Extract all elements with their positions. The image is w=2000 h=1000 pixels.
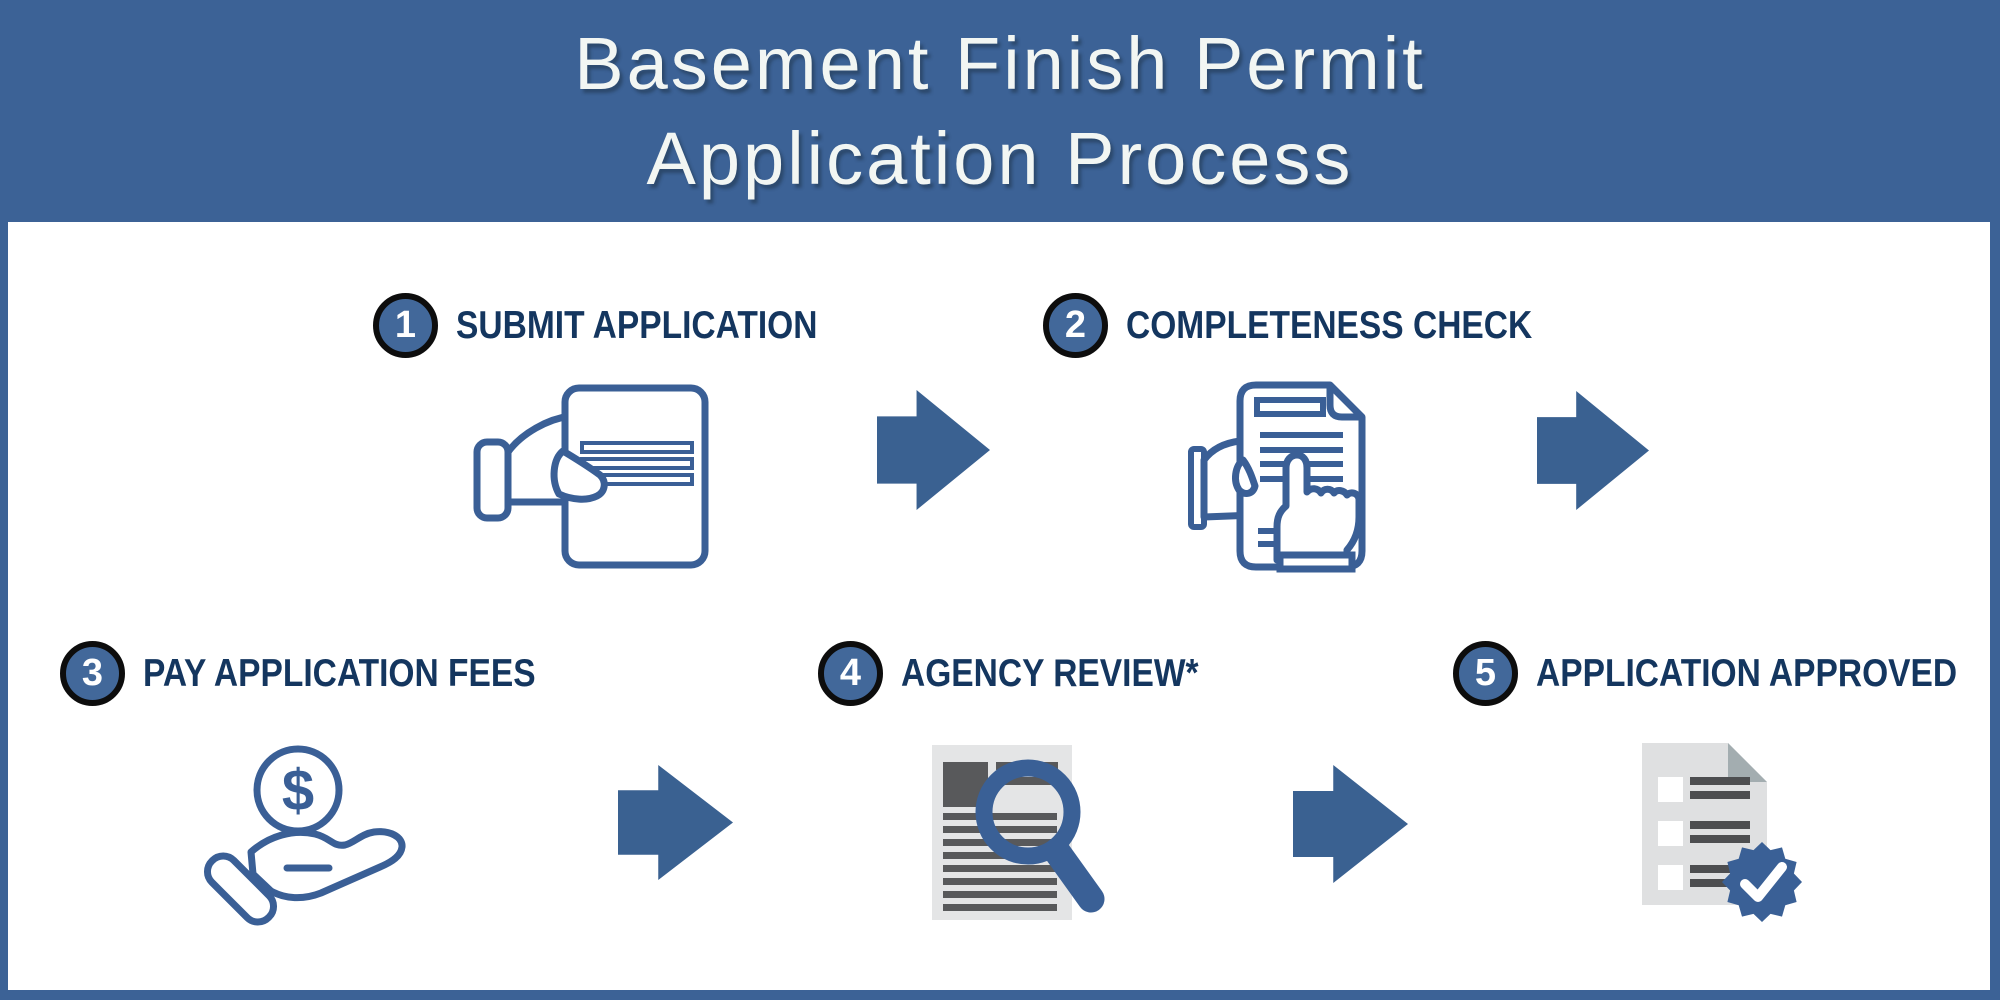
approved-checklist-badge-icon	[1618, 725, 1843, 955]
step-2-label: COMPLETENESS CHECK	[1126, 303, 1533, 347]
step-1-header: 1 SUBMIT APPLICATION	[373, 293, 876, 358]
step-3-number-badge: 3	[60, 641, 125, 706]
arrow-right-icon	[1537, 391, 1649, 510]
arrow-right-icon	[1293, 765, 1408, 883]
page-title-line-2: Application Process	[646, 117, 1354, 200]
document-completeness-check-icon	[1180, 365, 1395, 590]
step-5-header: 5 APPLICATION APPROVED	[1453, 641, 2000, 706]
step-5-label: APPLICATION APPROVED	[1536, 651, 1958, 695]
hand-with-dollar-coin-icon: $	[195, 722, 430, 957]
step-4-label: AGENCY REVIEW*	[901, 651, 1199, 695]
step-2-number-badge: 2	[1043, 293, 1108, 358]
arrow-right-icon	[877, 390, 990, 510]
frame-border-bottom	[0, 990, 2000, 1000]
step-4-header: 4 AGENCY REVIEW*	[818, 641, 1247, 706]
step-1-number-badge: 1	[373, 293, 438, 358]
step-5-number-badge: 5	[1453, 641, 1518, 706]
arrow-right-icon	[618, 765, 733, 880]
step-4-number-badge: 4	[818, 641, 883, 706]
step-3-header: 3 PAY APPLICATION FEES	[60, 641, 600, 706]
step-2-header: 2 COMPLETENESS CHECK	[1043, 293, 1598, 358]
page-title-line-1: Basement Finish Permit	[574, 22, 1426, 105]
document-magnifier-review-icon	[915, 725, 1145, 955]
dollar-sign-glyph: $	[282, 758, 314, 823]
hand-submitting-document-icon	[460, 352, 710, 587]
step-3-label: PAY APPLICATION FEES	[143, 651, 536, 695]
header-banner: Basement Finish Permit Application Proce…	[0, 0, 2000, 222]
frame-border-left	[0, 222, 8, 1000]
step-1-label: SUBMIT APPLICATION	[456, 303, 818, 347]
frame-border-right	[1990, 222, 2000, 1000]
